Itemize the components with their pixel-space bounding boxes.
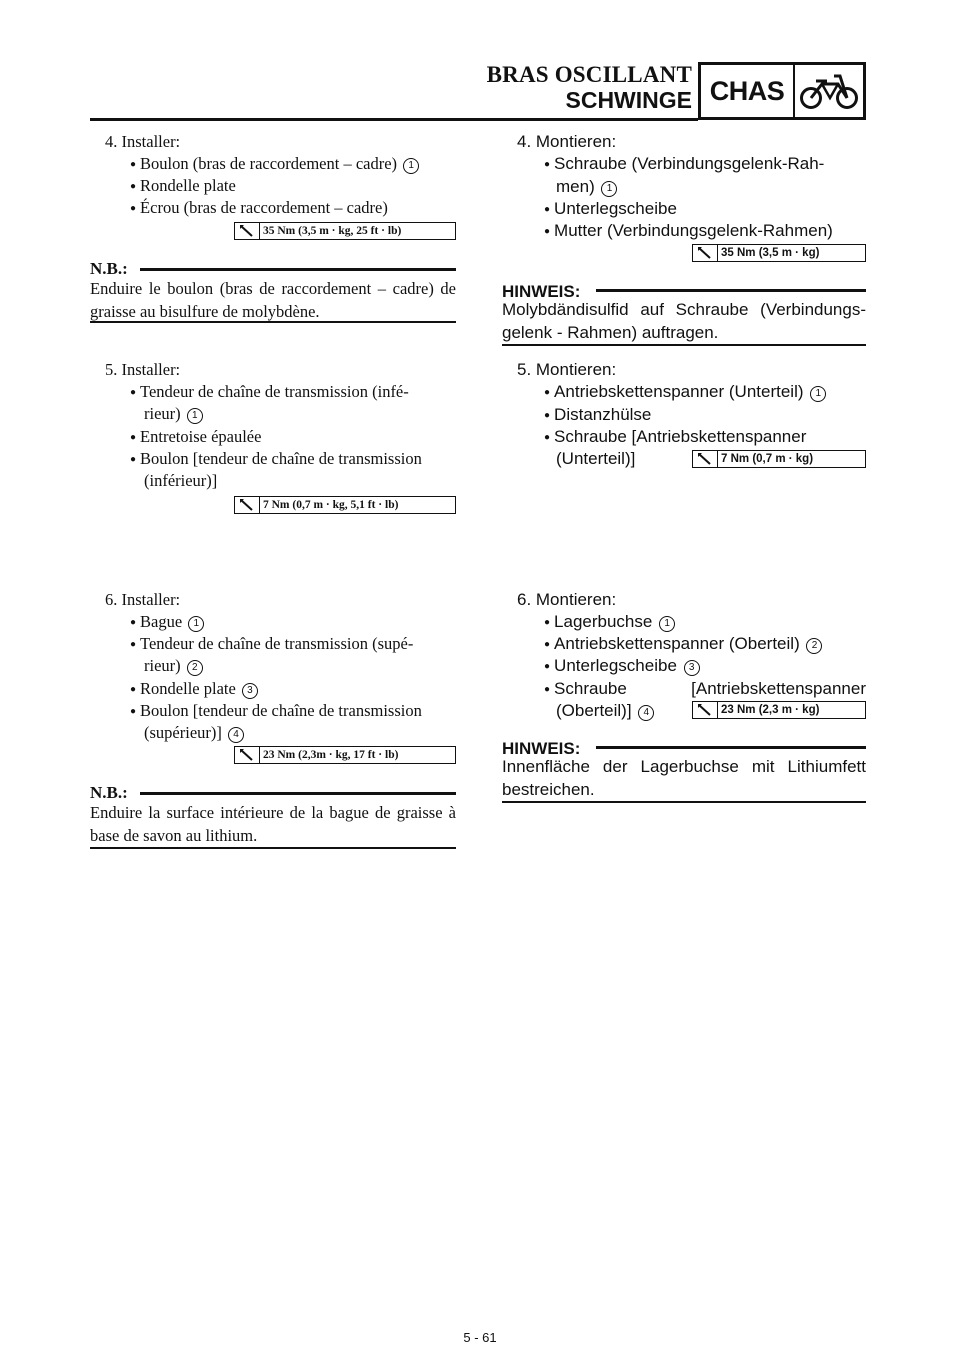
torque-wrench-icon (693, 702, 718, 718)
torque-spec: 7 Nm (0,7 m · kg) (692, 450, 866, 468)
callout-3: 3 (683, 660, 700, 676)
torque-wrench-icon (693, 245, 718, 261)
list-item-cont: (Unterteil)] (556, 449, 636, 468)
list-item: Unterlegscheibe 3 (544, 655, 700, 680)
torque-wrench-icon (693, 451, 718, 467)
step-5-title: 5. Montieren: (517, 360, 617, 379)
note-label: HINWEIS: (502, 282, 581, 301)
list-item: Entretoise épaulée (130, 426, 261, 451)
callout-1: 1 (403, 158, 420, 174)
list-item: Antriebskettenspanner (Oberteil) 2 (544, 633, 823, 658)
list-item: Mutter (Verbindungsgelenk-Rahmen) (544, 220, 833, 245)
torque-spec: 23 Nm (2,3m · kg, 17 ft · lb) (234, 746, 456, 764)
list-item: Schraube [Antriebskettenspanner (544, 426, 806, 451)
callout-1: 1 (188, 616, 205, 632)
callout-1: 1 (186, 408, 203, 424)
callout-1: 1 (659, 616, 676, 632)
note-text: Enduire le boulon (bras de raccordement … (90, 279, 456, 321)
torque-wrench-icon (235, 497, 260, 513)
list-item: Boulon (bras de raccordement – cadre) 1 (130, 153, 420, 178)
list-item: Distanzhülse (544, 404, 651, 429)
callout-1: 1 (601, 181, 618, 197)
list-item: Antriebskettenspanner (Unterteil) 1 (544, 381, 827, 406)
list-item: Rondelle plate 3 (130, 678, 258, 703)
note-label: HINWEIS: (502, 739, 581, 758)
callout-2: 2 (806, 638, 823, 654)
torque-wrench-icon (235, 747, 260, 763)
list-item: Rondelle plate (130, 175, 236, 200)
torque-spec: 7 Nm (0,7 m · kg, 5,1 ft · lb) (234, 496, 456, 514)
note-text: Molybdändisulfid auf Schraube (Verbindun… (502, 300, 866, 342)
note-rule (596, 289, 866, 292)
callout-4: 4 (228, 727, 245, 743)
list-item: Tendeur de chaîne de transmission (infé- (130, 381, 456, 406)
list-item-cont: (inférieur)] (144, 471, 218, 490)
section-title-de: SCHWINGE (565, 87, 693, 113)
note-label: N.B.: (90, 259, 128, 278)
header-rule (90, 118, 698, 121)
list-item: Unterlegscheibe (544, 198, 677, 223)
note-rule (140, 268, 456, 271)
list-item-cont: rieur) 2 (144, 655, 203, 677)
list-item: Bague 1 (130, 611, 205, 636)
list-item-cont: men) 1 (556, 176, 618, 198)
torque-spec: 35 Nm (3,5 m · kg) (692, 244, 866, 262)
list-item: Boulon [tendeur de chaîne de transmissio… (130, 448, 456, 473)
note-text: Innenfläche der Lagerbuchse mit Lithiumf… (502, 757, 866, 799)
list-item: Lagerbuchse 1 (544, 611, 676, 636)
chapter-badge: CHAS (698, 62, 866, 120)
list-item: Schraube (Verbindungsgelenk-Rah- (544, 153, 866, 178)
step-5-title: 5. Installer: (105, 360, 181, 379)
list-item-cont: (Oberteil)] 4 (556, 700, 655, 722)
list-item: Écrou (bras de raccordement – cadre) (130, 197, 388, 222)
torque-spec: 23 Nm (2,3 m · kg) (692, 701, 866, 719)
note-end-rule (502, 344, 866, 346)
note-rule (140, 792, 456, 795)
section-title-fr: BRAS OSCILLANT (486, 62, 692, 87)
note-end-rule (90, 321, 456, 323)
motorcycle-icon (795, 65, 863, 117)
torque-spec: 35 Nm (3,5 m · kg, 25 ft · lb) (234, 222, 456, 240)
callout-4: 4 (638, 705, 655, 721)
callout-1: 1 (810, 386, 827, 402)
list-item-cont: rieur) 1 (144, 403, 203, 425)
list-item-cont: (supérieur)] 4 (144, 722, 245, 744)
list-item: Tendeur de chaîne de transmission (supé- (130, 633, 456, 658)
page-number: 5 - 61 (463, 1330, 497, 1345)
step-4-title: 4. Montieren: (517, 132, 617, 151)
step-4-title: 4. Installer: (105, 132, 181, 151)
list-item: Schraube [Antriebskettenspanner (544, 678, 866, 703)
torque-wrench-icon (235, 223, 260, 239)
callout-3: 3 (241, 683, 258, 699)
chapter-label: CHAS (701, 65, 795, 117)
step-6-title: 6. Installer: (105, 590, 181, 609)
callout-2: 2 (186, 660, 203, 676)
step-6-title: 6. Montieren: (517, 590, 617, 609)
note-label: N.B.: (90, 783, 128, 802)
note-rule (596, 746, 866, 749)
note-end-rule (90, 847, 456, 849)
note-end-rule (502, 801, 866, 803)
list-item: Boulon [tendeur de chaîne de transmissio… (130, 700, 456, 725)
note-text: Enduire la surface intérieure de la bagu… (90, 803, 456, 845)
